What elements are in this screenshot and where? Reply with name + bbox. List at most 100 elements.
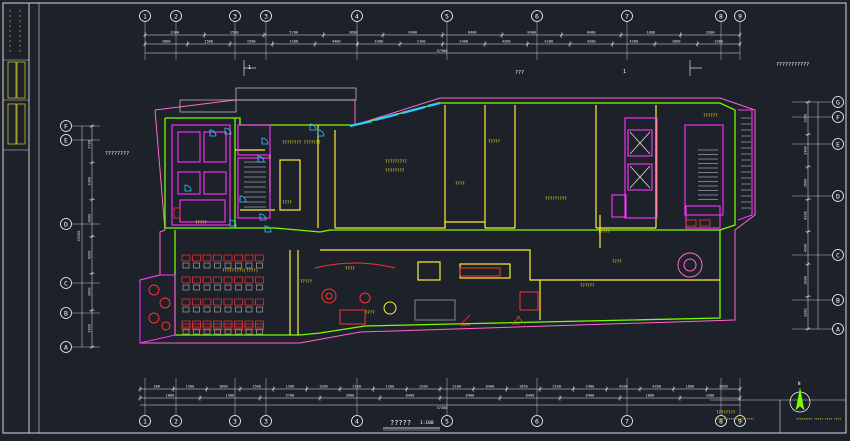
dim-top-r2-10: 4200 — [587, 40, 596, 44]
axis-top-9-label: 9 — [738, 12, 742, 20]
dim-right-4: 4200 — [804, 244, 808, 253]
axis-left-0-label: F — [64, 122, 68, 130]
dim-top-r2-8: 4200 — [502, 40, 511, 44]
axis-top-2-bubble — [229, 10, 241, 22]
label-bar: ?????? — [580, 283, 595, 288]
dim-right-5: 3000 — [804, 276, 808, 285]
label-kiosk: ????? — [195, 220, 208, 225]
left-title-strip — [2, 2, 40, 434]
dim-top-r1-9: 3300 — [706, 31, 715, 35]
drawing-notes: ??? ??????????? ???????? 1 1 — [105, 62, 809, 157]
dim-right-3: 4200 — [804, 211, 808, 220]
dim-top-r1-0: 3300 — [170, 31, 179, 35]
dining-tables — [181, 254, 264, 335]
axis-bottom-9-label: 9 — [738, 417, 742, 425]
axis-top-3-bubble — [260, 10, 272, 22]
dim-top-r2-13: 3300 — [714, 40, 723, 44]
axis-top-6-bubble — [531, 10, 543, 22]
axis-top-6-label: 6 — [535, 12, 539, 20]
dim-top-r2-0: 1800 — [162, 40, 171, 44]
axis-bottom-0-label: 1 — [143, 417, 147, 425]
label-gate: ????? — [598, 229, 611, 234]
dim-bottom-r2-1: 1500 — [226, 394, 235, 398]
lift-shafts — [629, 131, 651, 189]
axis-left-4-label: B — [64, 309, 68, 317]
axis-right-1-bubble — [832, 111, 844, 123]
dim-bottom-r1-11: 1050 — [519, 385, 528, 389]
dim-top-r2-7: 2400 — [459, 40, 468, 44]
dim-left-4: 3000 — [88, 287, 92, 296]
dim-top-r1-4: 8400 — [408, 31, 417, 35]
dim-bottom-r1-17: 3300 — [719, 385, 728, 389]
axis-left-4-bubble — [60, 307, 72, 319]
axis-bottom-7-bubble — [621, 415, 633, 427]
dim-top-r1-2: 5700 — [289, 31, 298, 35]
dim-bottom-r2-4: 8400 — [406, 394, 415, 398]
dim-bottom-r1-1: 1500 — [186, 385, 195, 389]
axis-top-2-label: 3 — [233, 12, 237, 20]
dim-bottom-r2-7: 8400 — [586, 394, 595, 398]
label-dining: ?????????(????) — [222, 268, 258, 273]
title-block: ???????? ????? ???? ????? ???? ?????????… — [710, 399, 846, 433]
dim-right-6: 3300 — [804, 308, 808, 317]
label-stairs-r: ?????? — [703, 113, 718, 118]
north-label: N — [798, 381, 801, 386]
axis-right-4-bubble — [832, 249, 844, 261]
dim-left-0: 2700 — [88, 140, 92, 149]
dim-bottom-r2-8: 1800 — [646, 394, 655, 398]
drawing-title-text: ????? — [390, 419, 411, 427]
north-arrow: N — [789, 381, 811, 413]
fire-doors — [173, 207, 711, 326]
axis-left-3-label: C — [64, 279, 68, 287]
dim-bottom-r1-4: 1500 — [286, 385, 295, 389]
label-corridor: ???? — [282, 200, 292, 205]
axis-bottom-3-label: 3 — [264, 417, 268, 425]
axis-right-1-label: F — [836, 113, 840, 121]
axis-top-0-bubble — [139, 10, 151, 22]
dim-right-0: 3300 — [804, 114, 808, 123]
axis-bottom-4-label: 4 — [355, 417, 359, 425]
axis-left-2-bubble — [60, 218, 72, 230]
drawing-scale: 1:100 — [420, 420, 434, 426]
axis-right-2-label: E — [836, 140, 840, 148]
axis-bottom-8-bubble — [715, 415, 727, 427]
dim-top-r1-1: 1500 — [230, 31, 239, 35]
dim-bottom-r1-8: 1200 — [419, 385, 428, 389]
dim-bottom-r2-5: 8400 — [466, 394, 475, 398]
dim-bottom-r1-9: 2100 — [452, 385, 461, 389]
dim-top-r2-2: 1500 — [247, 40, 256, 44]
axis-bottom-3-bubble — [260, 415, 272, 427]
note-left: ???????? — [105, 151, 129, 157]
axis-top-0-label: 1 — [143, 12, 147, 20]
note-top-center: ??? — [515, 70, 524, 76]
axis-bottom-7-label: 7 — [625, 417, 629, 425]
dim-bottom-r1-15: 4200 — [652, 385, 661, 389]
dim-bottom-r1-13: 2400 — [586, 385, 595, 389]
axis-bottom-5-label: 5 — [445, 417, 449, 425]
axis-bottom-0-bubble — [139, 415, 151, 427]
dim-bottom-r1-2: 1800 — [219, 385, 228, 389]
axis-left-1-bubble — [60, 134, 72, 146]
service-counter — [314, 262, 539, 325]
axis-left-2-label: D — [64, 220, 68, 228]
dim-top-r2-12: 1800 — [672, 40, 681, 44]
dim-left-2: 4200 — [88, 214, 92, 223]
label-hall-sub: ???????? — [385, 168, 405, 173]
axis-left-1-label: E — [64, 136, 68, 144]
dim-left-5: 3300 — [88, 324, 92, 333]
building-outline — [139, 87, 756, 344]
dim-top-r2-5: 3300 — [374, 40, 383, 44]
axis-top-8-label: 8 — [719, 12, 723, 20]
axis-top-1-bubble — [170, 10, 182, 22]
title-block-sub: ????? ???? ????? ???? — [716, 417, 754, 421]
room-labels: ???????? ??????? ???? ????????? ????????… — [195, 113, 718, 315]
title-block-right: ????????? ????? ???? ???? — [796, 417, 841, 421]
axis-bottom-2-label: 3 — [233, 417, 237, 425]
axis-top-5-label: 5 — [445, 12, 449, 20]
